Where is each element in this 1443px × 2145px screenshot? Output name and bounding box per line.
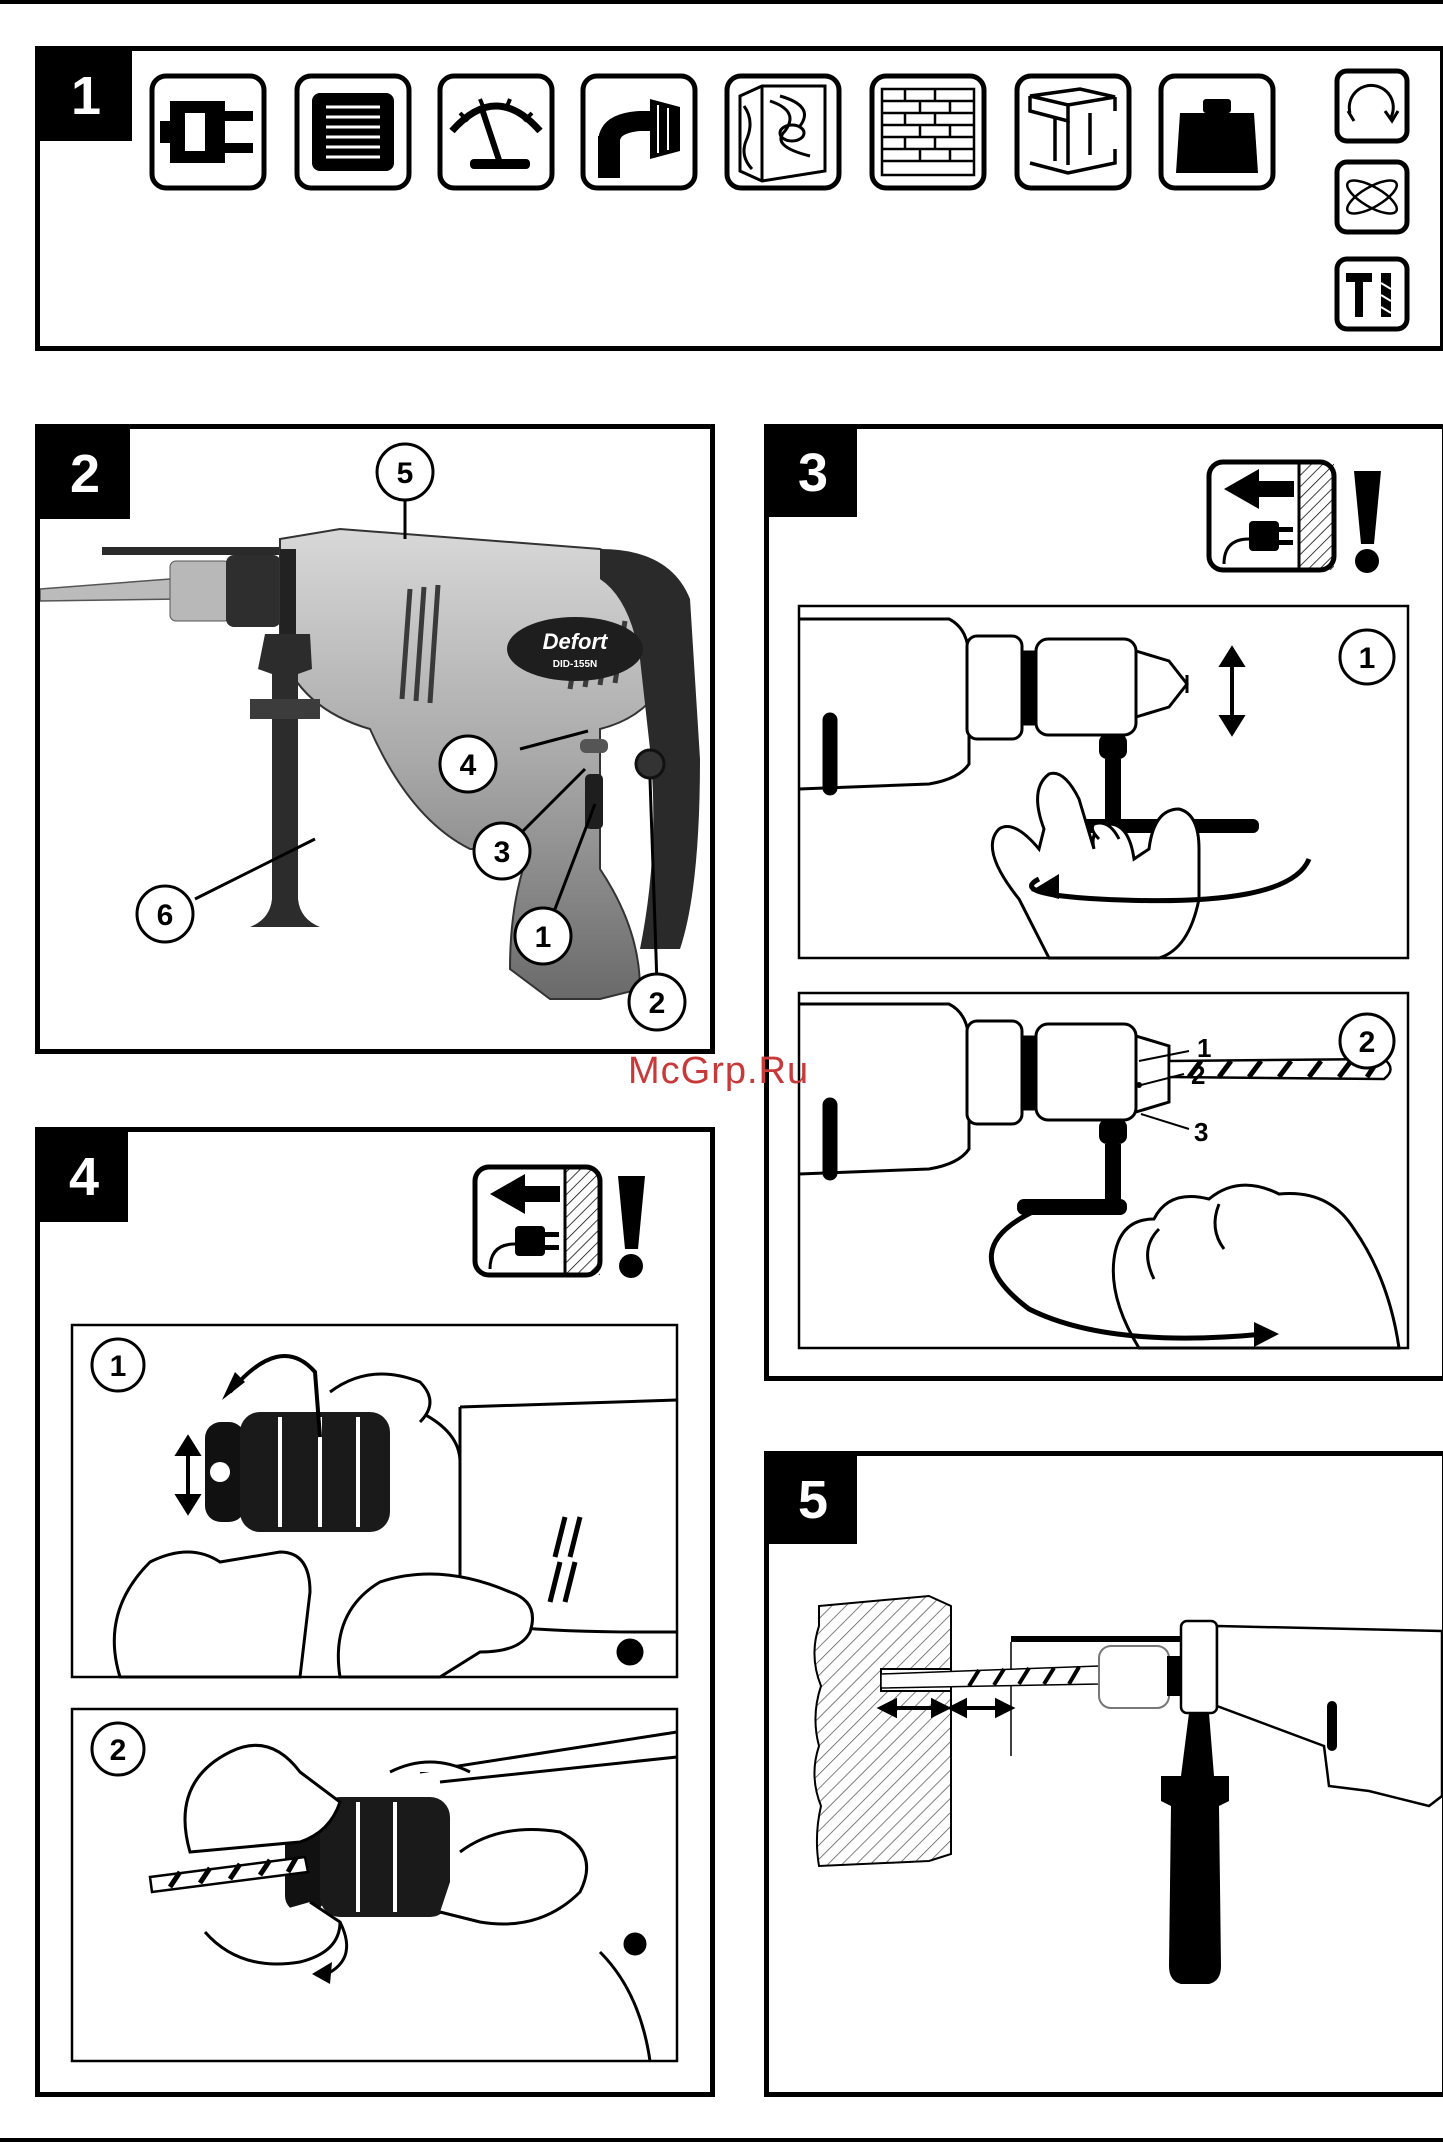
wood-icon	[740, 86, 825, 181]
side-handle-clamp	[280, 549, 296, 639]
subfig-3-1-label: 1	[1359, 642, 1376, 675]
callout-3: 3	[494, 836, 511, 869]
panel-4: 4	[35, 1127, 715, 2097]
callout-6: 6	[157, 899, 174, 932]
steel-beam-icon	[1030, 89, 1115, 173]
top-rule	[0, 0, 1443, 4]
weight-icon	[1176, 99, 1258, 173]
spec-icons	[40, 51, 1440, 346]
wall	[814, 1596, 951, 1866]
part-label-3: 3	[1194, 1117, 1208, 1147]
chuck-icon	[598, 99, 680, 178]
part-label-1: 1	[1197, 1033, 1211, 1063]
brick-wall-icon	[882, 89, 974, 175]
depth-lock-knob	[580, 739, 608, 753]
callout-5: 5	[397, 457, 414, 490]
drill-overview-figure: Defort DID-155N 5 4 3 1	[40, 429, 710, 1049]
panel-2: 2 Defort DID-155N	[35, 424, 715, 1054]
chuck-5	[1099, 1646, 1169, 1708]
subfig-4-2-label: 2	[110, 1734, 127, 1767]
vibration-icon	[1343, 174, 1401, 219]
unplug-warning-icon	[1209, 462, 1381, 573]
plug-icon	[160, 101, 253, 163]
callout-1: 1	[535, 921, 552, 954]
hammer-drill-mode-icon	[1346, 273, 1391, 317]
subfig-4-1-label: 1	[110, 1350, 127, 1383]
key-chuck-figure: 1 1 2 3	[769, 429, 1442, 1376]
brand-name: Defort	[543, 629, 609, 654]
side-handle-5	[1161, 1713, 1229, 1984]
part-label-2: 2	[1191, 1060, 1205, 1090]
panel-1: 1	[35, 46, 1443, 351]
model-name: DID-155N	[553, 659, 597, 670]
keyless-chuck-4-1	[205, 1412, 390, 1532]
keyless-chuck-figure: 1 2	[40, 1132, 710, 2092]
chuck	[170, 561, 230, 621]
chuck-sleeve	[226, 555, 281, 627]
callout-4: 4	[460, 749, 477, 782]
handle-clamp-5	[1181, 1621, 1217, 1713]
panel-5: 5	[764, 1451, 1443, 2097]
rotation-icon	[1348, 85, 1398, 121]
speed-gauge-icon	[452, 99, 540, 169]
lock-button	[636, 750, 664, 778]
bottom-rule	[0, 2138, 1443, 2142]
drill-bit	[40, 579, 180, 601]
depth-stop-figure	[769, 1456, 1442, 2092]
watermark: McGrp.Ru	[628, 1050, 809, 1093]
unplug-warning-icon	[475, 1167, 645, 1278]
callout-2: 2	[649, 987, 666, 1020]
subfig-3-2-label: 2	[1359, 1026, 1376, 1059]
motor-icon	[312, 93, 394, 171]
panel-3: 3	[764, 424, 1443, 1381]
